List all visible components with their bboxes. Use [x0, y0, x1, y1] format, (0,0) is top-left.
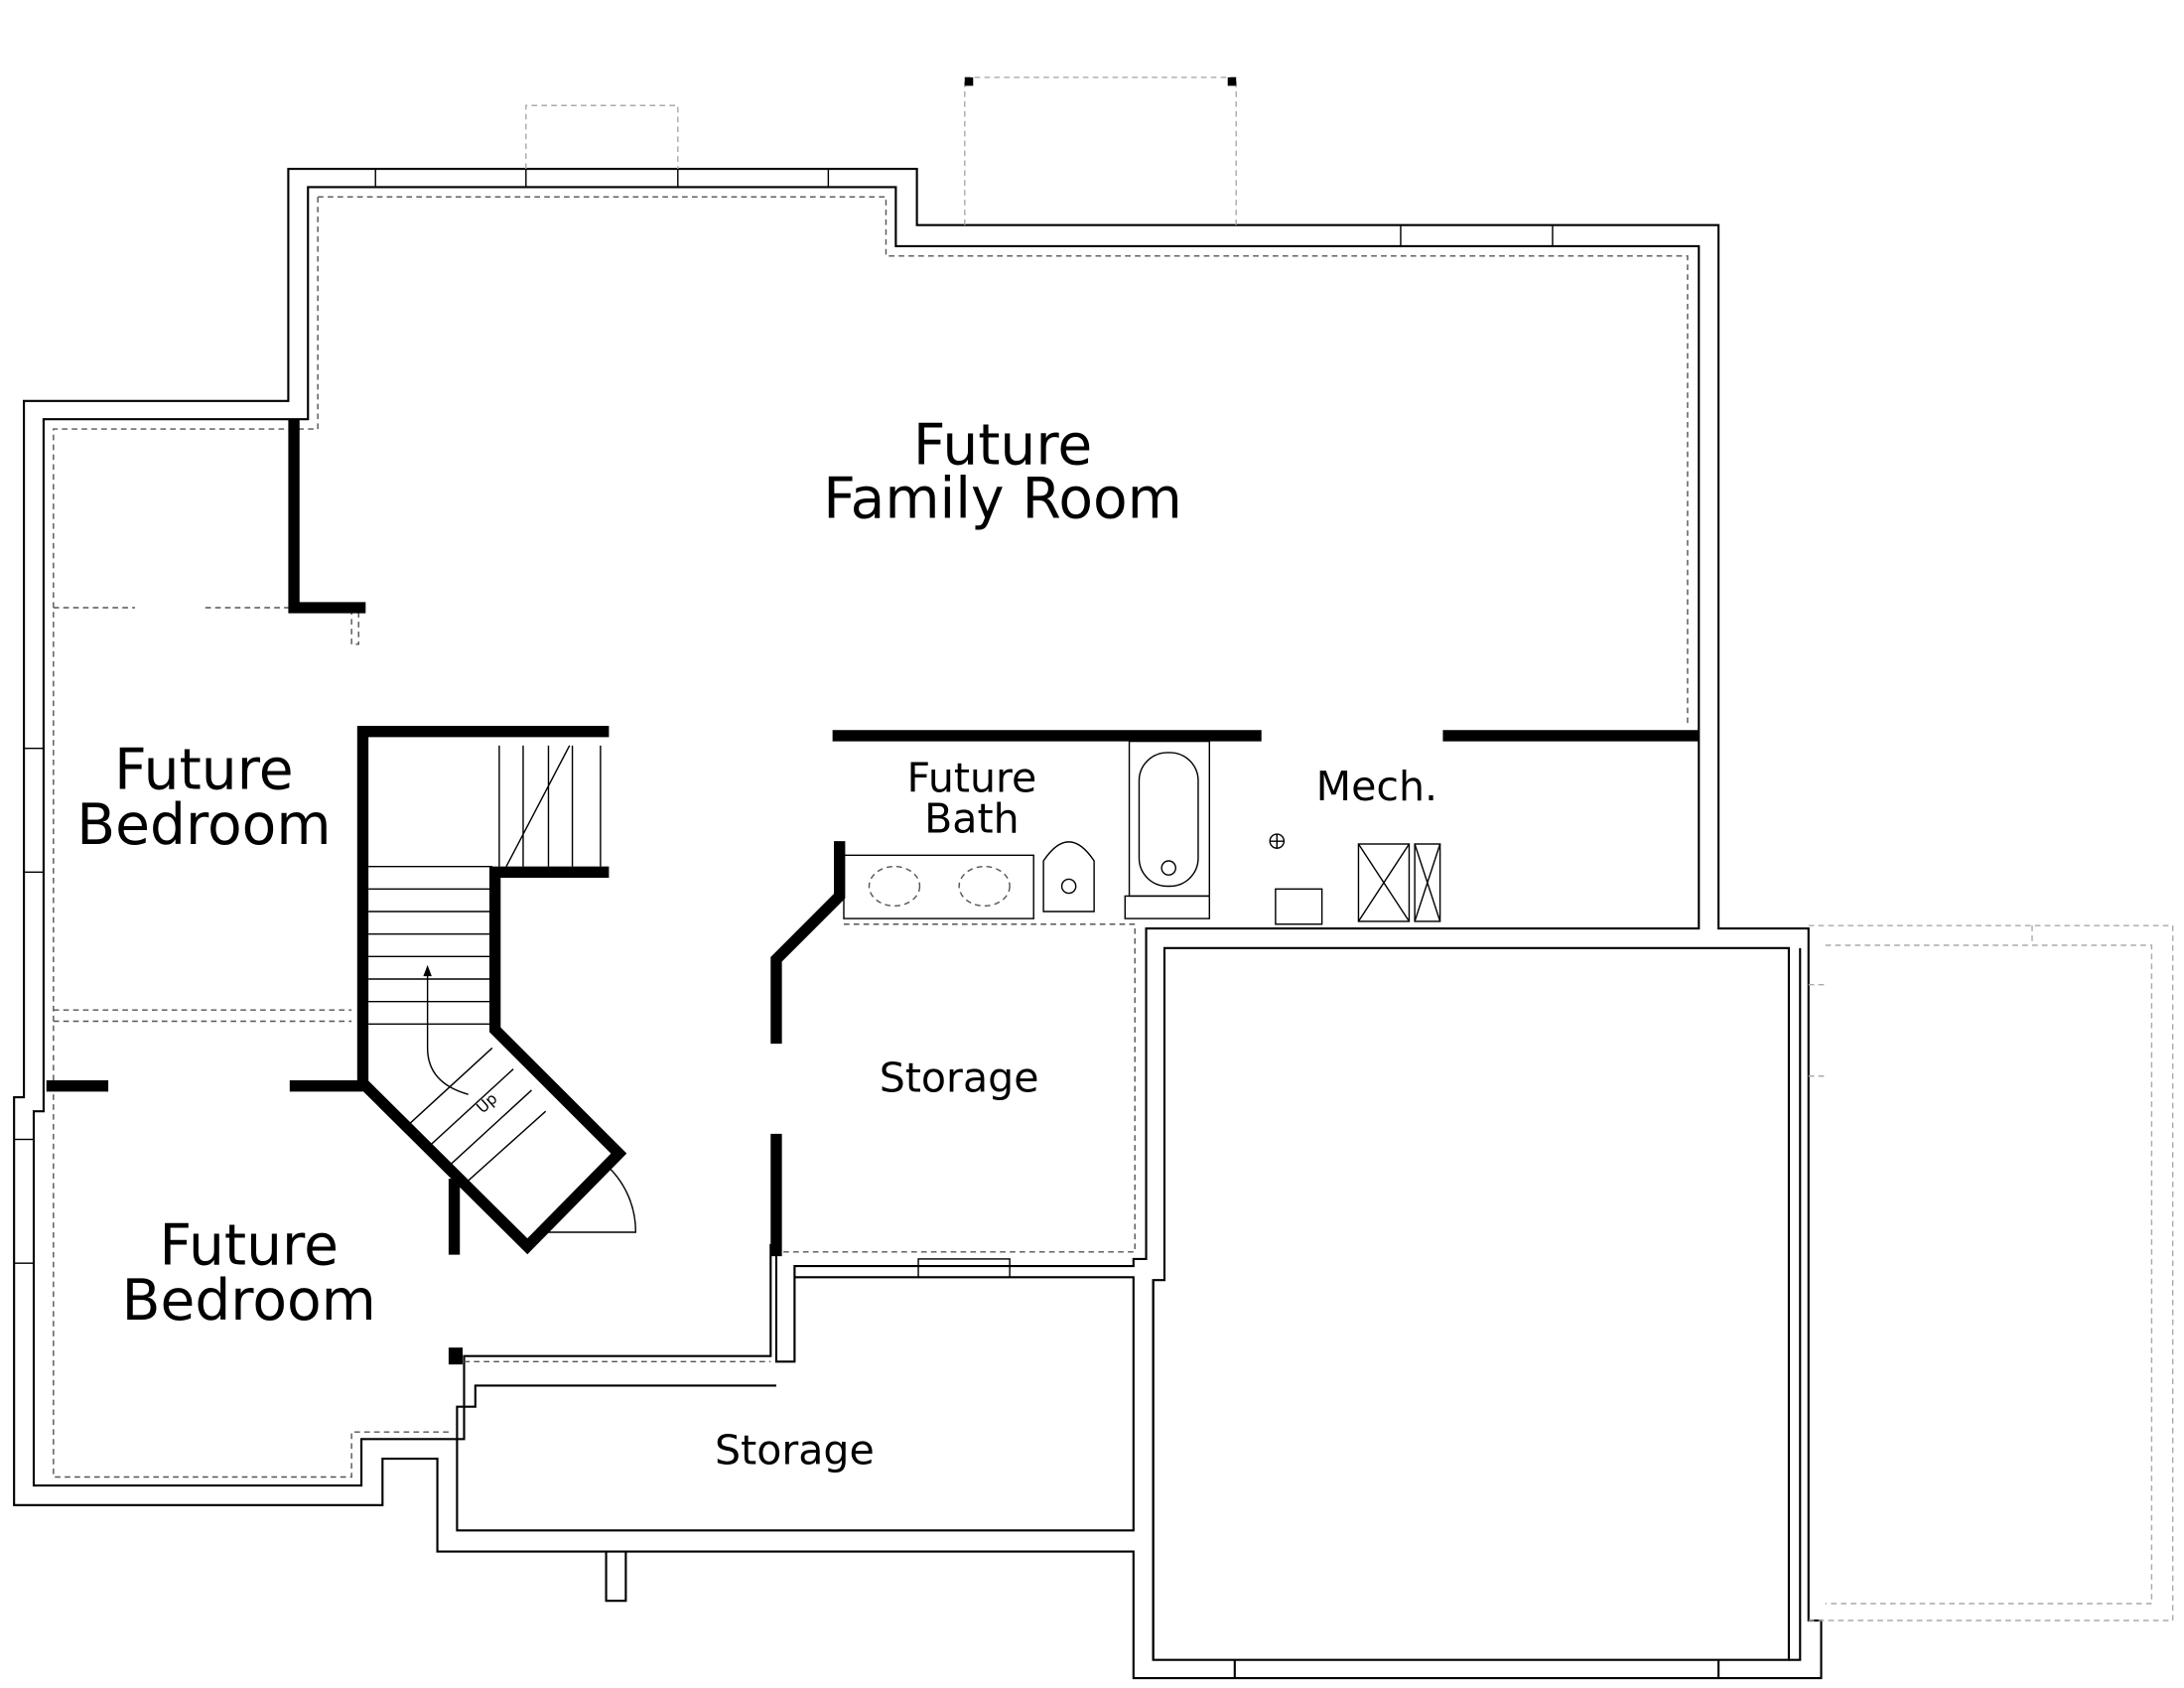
bath-label-line1: Future	[906, 755, 1036, 802]
bath-fixtures	[843, 740, 1210, 919]
room-labels: Future Family Room Future Bedroom Future…	[76, 412, 1437, 1474]
bath-label-line2: Bath	[924, 795, 1019, 843]
stair-arrow-icon	[423, 964, 432, 977]
family-room-label-line2: Family Room	[823, 466, 1182, 531]
bedroom-lower-label-line2: Bedroom	[122, 1268, 376, 1334]
door-swing[interactable]	[543, 1166, 637, 1233]
water-heater-icon	[1275, 888, 1323, 925]
bedroom-upper-label-line2: Bedroom	[76, 792, 331, 858]
sink-icon	[958, 865, 1011, 908]
mech-equipment	[1269, 833, 1441, 925]
mech-label: Mech.	[1316, 763, 1437, 810]
sink-icon	[868, 865, 921, 908]
storage-middle-label: Storage	[880, 1054, 1039, 1101]
bedroom-lower-label-line1: Future	[160, 1213, 339, 1279]
bathtub-icon	[1138, 752, 1199, 888]
exterior-walls	[13, 167, 1823, 1680]
dashed-outlines	[53, 76, 2174, 1621]
stairs-up-label: Up	[474, 1089, 501, 1117]
family-room-label-line1: Future	[913, 412, 1092, 478]
bedroom-upper-label-line1: Future	[114, 738, 293, 803]
furnace-icon	[1357, 843, 1411, 922]
windows	[13, 168, 1554, 1279]
toilet-icon	[1042, 841, 1095, 913]
interior-walls	[46, 76, 1700, 1365]
staircase[interactable]: Up	[368, 745, 637, 1233]
storage-bottom-label: Storage	[715, 1427, 875, 1475]
